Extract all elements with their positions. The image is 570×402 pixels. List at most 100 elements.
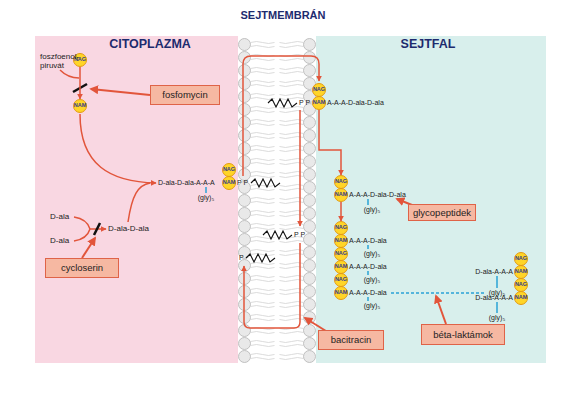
region-title: CITOPLAZMA bbox=[109, 38, 191, 52]
antibiotic-box: béta-laktámok bbox=[421, 324, 505, 345]
molecule-label: (gly)₅ bbox=[364, 302, 380, 310]
molecule-label: A-A-A-D-ala bbox=[349, 289, 387, 297]
inhibitor-arrow bbox=[82, 238, 95, 258]
inhibitor-arrow bbox=[436, 296, 446, 324]
pathway-arrow bbox=[74, 217, 106, 241]
node-text: NAG bbox=[515, 282, 527, 288]
sugar-circle: NAG bbox=[222, 163, 236, 177]
carrier-cycle bbox=[244, 243, 300, 328]
reaction-arrow bbox=[319, 110, 341, 175]
peptide-link bbox=[367, 199, 369, 205]
node-text: NAG bbox=[515, 256, 527, 262]
node-text: NAG bbox=[223, 167, 235, 173]
molecule-label: foszfoenol- piruvát bbox=[40, 53, 86, 71]
block-mark bbox=[73, 84, 87, 92]
molecule-label: A-A-A-D-ala-D-ala bbox=[327, 99, 384, 107]
molecule-label: P P bbox=[237, 179, 248, 187]
molecule-label: D-ala-A-A-A bbox=[475, 294, 513, 302]
cell-wall-panel bbox=[316, 36, 546, 363]
molecule-label: P bbox=[239, 254, 244, 262]
antibiotic-box: fosfomycin bbox=[150, 85, 220, 105]
pathway-arrow bbox=[80, 114, 156, 183]
node-text: NAG bbox=[335, 179, 347, 185]
lipid-carrier bbox=[251, 179, 280, 187]
membrane-leaflet bbox=[277, 38, 316, 363]
molecule-label: D-ala bbox=[50, 213, 69, 222]
sugar-circle: NAM bbox=[222, 176, 236, 190]
sugar-circle: NAM bbox=[514, 291, 528, 305]
molecule-label: (gly)₅ bbox=[364, 276, 380, 284]
molecule-label: D-ala bbox=[50, 237, 69, 246]
molecule-label: A-A-A-D-ala bbox=[349, 263, 387, 271]
sugar-circle: NAM bbox=[312, 96, 326, 110]
molecule-label: (gly)₅ bbox=[198, 194, 214, 202]
molecule-label: (gly)₅ bbox=[364, 250, 380, 258]
pathway-arrow bbox=[128, 183, 150, 222]
node-text: glycopeptidek bbox=[413, 208, 471, 218]
node-text: NAM bbox=[335, 290, 348, 296]
peptide-link bbox=[367, 245, 369, 249]
peptide-link bbox=[367, 271, 369, 275]
molecule-label: D-ala-D-ala-A-A-A bbox=[158, 179, 215, 187]
node-text: NAG bbox=[335, 277, 347, 283]
node-text: NAM bbox=[335, 264, 348, 270]
sugar-circle: NAM bbox=[334, 234, 348, 248]
sugar-circle: NAG bbox=[334, 175, 348, 189]
node-text: NAM bbox=[335, 238, 348, 244]
lipid-carrier bbox=[263, 231, 292, 239]
node-text: béta-laktámok bbox=[433, 330, 493, 340]
carrier-cycle bbox=[243, 56, 319, 176]
sugar-circle: NAM bbox=[73, 99, 87, 113]
node-text: NAG bbox=[313, 87, 325, 93]
reaction-arrow bbox=[340, 202, 342, 221]
molecule-label: A-A-A-D-ala-D-ala bbox=[349, 191, 406, 199]
sugar-circle: NAM bbox=[334, 188, 348, 202]
inhibitor-arrow bbox=[91, 89, 150, 95]
block-mark bbox=[94, 223, 100, 235]
cross-link bbox=[391, 292, 485, 294]
antibiotic-box: glycopeptidek bbox=[408, 204, 476, 221]
peptide-link bbox=[205, 187, 207, 193]
region-title: SEJTFAL bbox=[401, 38, 456, 52]
sugar-circle: NAM bbox=[334, 286, 348, 300]
peptide-link bbox=[496, 276, 498, 288]
sugar-circle: NAG bbox=[514, 252, 528, 266]
sugar-circle: NAG bbox=[334, 247, 348, 261]
molecule-label: (gly)₅ bbox=[364, 206, 380, 214]
node-text: bacitracin bbox=[331, 335, 372, 345]
region-title: SEJTMEMBRÁN bbox=[241, 9, 326, 21]
node-text: NAM bbox=[223, 180, 236, 186]
node-text: NAM bbox=[74, 103, 87, 109]
peptide-link bbox=[496, 302, 498, 313]
molecule-label: D-ala-D-ala bbox=[108, 225, 149, 234]
carrier-cycle bbox=[299, 110, 301, 226]
molecule-label: D-ala-A-A-A bbox=[475, 268, 513, 276]
lipid-carrier bbox=[268, 99, 297, 107]
reaction-arrow bbox=[79, 67, 81, 99]
peptide-link bbox=[367, 297, 369, 301]
sugar-circle: NAM bbox=[514, 265, 528, 279]
sugar-circle: NAG bbox=[334, 273, 348, 287]
molecule-label: (gly)₅ bbox=[489, 314, 505, 322]
antibiotic-box: cycloserin bbox=[45, 258, 119, 278]
node-text: fosfomycin bbox=[162, 90, 207, 100]
molecule-label: P P bbox=[299, 99, 310, 107]
sugar-circle: NAM bbox=[334, 260, 348, 274]
molecule-label: A-A-A-D-ala bbox=[349, 237, 387, 245]
lipid-carrier bbox=[246, 254, 275, 262]
node-text: NAM bbox=[515, 295, 528, 301]
sugar-circle: NAG bbox=[312, 83, 326, 97]
sugar-circle: NAG bbox=[514, 278, 528, 292]
node-text: NAM bbox=[515, 269, 528, 275]
node-text: NAG bbox=[335, 251, 347, 257]
node-text: NAM bbox=[335, 192, 348, 198]
pep-arrow bbox=[60, 70, 79, 78]
sugar-circle: NAG bbox=[334, 221, 348, 235]
node-text: NAG bbox=[335, 225, 347, 231]
node-text: NAM bbox=[313, 100, 326, 106]
cytoplasm-panel bbox=[35, 36, 238, 363]
node-text: cycloserin bbox=[61, 263, 103, 273]
antibiotic-box: bacitracin bbox=[318, 330, 384, 350]
molecule-label: P P bbox=[294, 231, 305, 239]
